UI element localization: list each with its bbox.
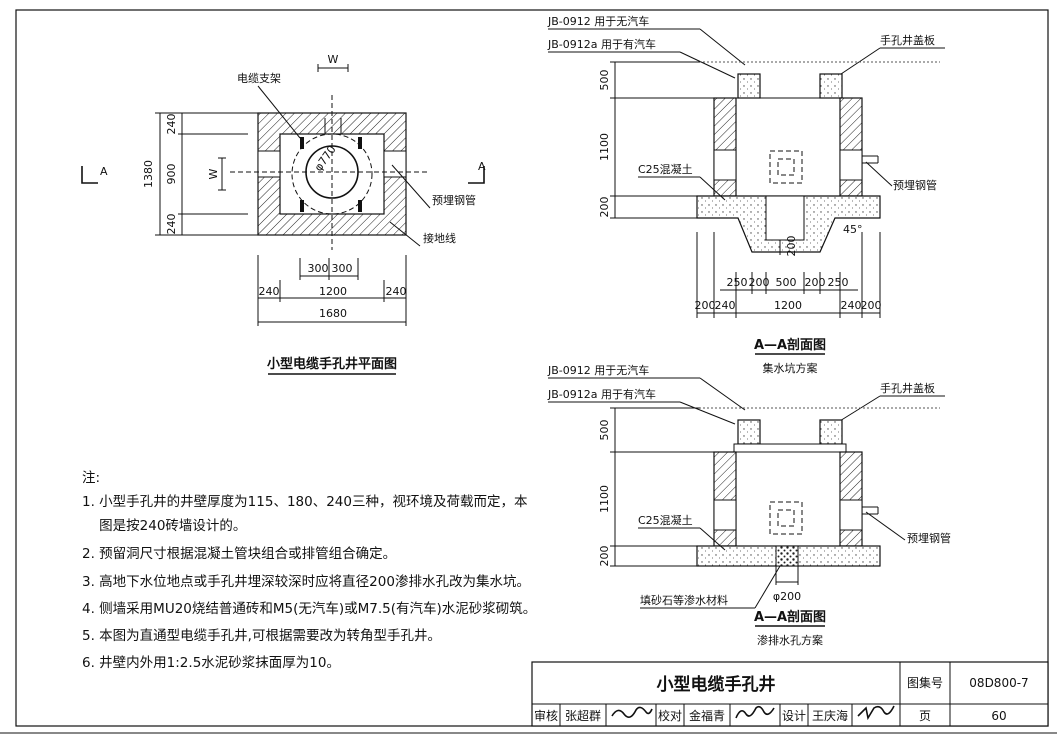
s1-title: A—A剖面图: [754, 337, 826, 353]
s1-dim-r1-e: 250: [828, 276, 849, 289]
s2-dim-500: 500: [598, 420, 611, 441]
tb-design-name: 王庆海: [812, 708, 848, 723]
note-line: 5. 本图为直通型电缆手孔井,可根据需要改为转角型手孔井。: [82, 628, 441, 644]
s2-cover: 手孔井盖板: [880, 381, 935, 395]
s1-wall-right: [839, 97, 863, 197]
s2-dim-1100: 1100: [598, 485, 611, 513]
cable-bracket-mark: [300, 137, 304, 149]
cable-bracket-mark: [300, 200, 304, 212]
section-mark-a-left: A: [100, 165, 108, 178]
note-line: 图是按240砖墙设计的。: [82, 518, 246, 534]
plan-dim-240-top: 240: [165, 114, 178, 135]
s1-cover: 手孔井盖板: [880, 33, 935, 47]
s1-jb1: JB-0912 用于无汽车: [547, 14, 649, 28]
s1-dim-r1-a: 250: [727, 276, 748, 289]
s2-subtitle: 渗排水孔方案: [757, 633, 823, 647]
s1-dim-r2-e: 200: [861, 299, 882, 312]
s1-dim-1100: 1100: [598, 133, 611, 161]
s1-angle: 45°: [843, 223, 863, 236]
section-sump: JB-0912 用于无汽车 JB-0912a 用于有汽车 手孔井盖板 C25混凝…: [547, 14, 945, 375]
tb-design-label: 设计: [782, 709, 806, 723]
s2-wall-left: [713, 451, 737, 547]
note-line: 6. 井壁内外用1:2.5水泥砂浆抹面厚为10。: [82, 655, 340, 671]
s1-dim-r2-a: 200: [695, 299, 716, 312]
note-line: 2. 预留洞尺寸根据混凝土管块组合或排管组合确定。: [82, 546, 396, 562]
plan-dim-240l: 240: [259, 285, 280, 298]
s1-sump-pit: [765, 195, 805, 241]
tb-review-name: 张超群: [565, 708, 601, 723]
section-drain: JB-0912 用于无汽车 JB-0912a 用于有汽车 手孔井盖板 C25混凝…: [547, 363, 951, 647]
s2-gravel: 填砂石等渗水材料: [640, 593, 728, 607]
s1-subtitle: 集水坑方案: [763, 361, 818, 375]
plan-label-bracket: 电缆支架: [237, 72, 281, 85]
s1-dim-r1-b: 200: [749, 276, 770, 289]
tb-title: 小型电缆手孔井: [657, 674, 776, 695]
s1-dim-pit200: 200: [785, 236, 798, 257]
tb-check-name: 金福青: [689, 708, 725, 723]
notes: 注: 1. 小型手孔井的井壁厚度为115、180、240三种，视环境及荷载而定，…: [82, 470, 536, 671]
tb-page-label: 页: [919, 709, 931, 723]
s2-title: A—A剖面图: [754, 609, 826, 625]
plan-dim-900: 900: [165, 164, 178, 185]
title-block: 小型电缆手孔井 图集号 08D800-7 页 60 审核 张超群 校对 金福青 …: [531, 661, 1049, 727]
plan-opening-left: [257, 150, 281, 178]
s2-dia200: φ200: [773, 590, 801, 603]
tb-atlas-label: 图集号: [907, 675, 943, 690]
note-line: 4. 侧墙采用MU20烧结普通砖和M5(无汽车)或M7.5(有汽车)水泥砂浆砌筑…: [82, 600, 536, 617]
plan-dim-300b: 300: [332, 262, 353, 275]
s1-concrete: C25混凝土: [638, 162, 693, 176]
s1-dim-r2-c: 1200: [774, 299, 802, 312]
plan-opening-right: [383, 150, 407, 178]
notes-heading: 注:: [82, 470, 100, 486]
plan-dim-300a: 300: [308, 262, 329, 275]
signature-review: [611, 706, 653, 718]
plan-dim-1380: 1380: [142, 160, 155, 188]
s2-jb2: JB-0912a 用于有汽车: [547, 387, 656, 401]
s1-pipe: 预埋钢管: [893, 178, 937, 192]
tb-atlas-value: 08D800-7: [969, 676, 1028, 690]
plan-label-pipe: 预埋钢管: [432, 193, 476, 207]
note-line: 1. 小型手孔井的井壁厚度为115、180、240三种，视环境及荷载而定，本: [82, 494, 528, 510]
s1-dim-r2-b: 240: [715, 299, 736, 312]
plan-w-top: W: [328, 53, 339, 66]
plan-dim-1680: 1680: [319, 307, 347, 320]
plan-label-ground: 接地线: [423, 231, 456, 245]
tb-review-label: 审核: [534, 708, 558, 723]
plan-title: 小型电缆手孔井平面图: [267, 356, 397, 372]
s1-wall-left: [713, 97, 737, 197]
plan-w-left: W: [207, 168, 220, 179]
plan-dim-240r: 240: [386, 285, 407, 298]
s2-collar-left: [737, 419, 761, 445]
s2-jb1: JB-0912 用于无汽车: [547, 363, 649, 377]
s1-jb2: JB-0912a 用于有汽车: [547, 37, 656, 51]
s1-dim-r2-d: 240: [841, 299, 862, 312]
plan-cover-outline: [291, 133, 373, 215]
s2-drain-hole: [775, 545, 799, 567]
s2-dim-200: 200: [598, 546, 611, 567]
s1-dim-r1-d: 200: [805, 276, 826, 289]
signature-design: [857, 705, 895, 721]
cable-bracket-mark: [358, 200, 362, 212]
s2-wall-right: [839, 451, 863, 547]
plan-dim-240-bot: 240: [165, 214, 178, 235]
signature-check: [735, 705, 775, 719]
s1-dim-200: 200: [598, 197, 611, 218]
s1-collar-left: [737, 73, 761, 99]
plan-dim-1200: 1200: [319, 285, 347, 298]
s2-concrete: C25混凝土: [638, 513, 693, 527]
plan-view: W W 电缆支架 φ770 预埋钢管 接地线 A A 1380 240 900 …: [81, 53, 486, 375]
s1-dim-r1-c: 500: [776, 276, 797, 289]
s1-dim-500: 500: [598, 70, 611, 91]
s2-collar-right: [819, 419, 843, 445]
s1-collar-right: [819, 73, 843, 99]
tb-check-label: 校对: [658, 708, 682, 723]
section-mark-a-right: A: [478, 160, 486, 173]
note-line: 3. 高地下水位地点或手孔井埋深较深时应将直径200渗排水孔改为集水坑。: [82, 573, 530, 590]
s2-pipe: 预埋钢管: [907, 531, 951, 545]
tb-page-value: 60: [991, 709, 1006, 723]
cable-bracket-mark: [358, 137, 362, 149]
